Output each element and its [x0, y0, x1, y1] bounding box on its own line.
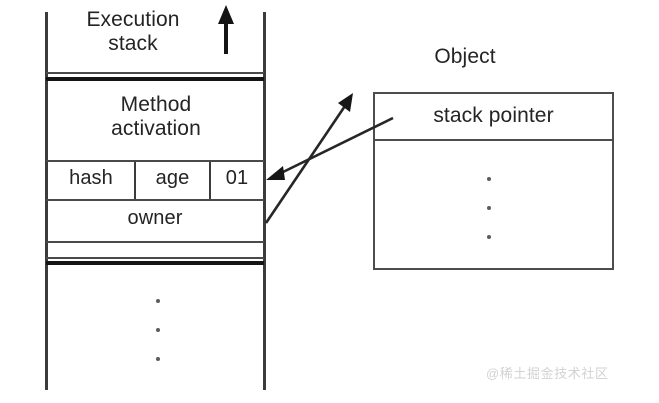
object-ellipsis-dot-2	[487, 206, 491, 210]
stack-growth-up-arrow	[218, 5, 234, 54]
stack-bottom-separator-thick	[46, 261, 264, 265]
object-box-top-border	[373, 92, 614, 94]
header-cell-divider-1	[134, 162, 136, 199]
frame-header-top-line	[46, 160, 264, 162]
object-row-separator	[373, 139, 614, 141]
object-title: Object	[434, 45, 496, 68]
header-cell-lock-bits: 01	[225, 167, 249, 189]
header-cell-hash: hash	[69, 167, 113, 189]
owner-row-label: owner	[127, 207, 183, 229]
owner-row-bottom-line	[46, 241, 264, 243]
object-ellipsis-dot-1	[487, 177, 491, 181]
frame-header-bottom-line	[46, 199, 264, 201]
header-cell-divider-2	[209, 162, 211, 199]
object-box-bottom-border	[373, 268, 614, 270]
execution-stack-right-border	[263, 12, 266, 390]
object-box-left-border	[373, 92, 375, 270]
object-ellipsis-dot-3	[487, 235, 491, 239]
stack-ellipsis-dot-1	[156, 299, 160, 303]
owner-to-object-arrow	[264, 93, 353, 224]
stack-top-separator-thick	[46, 77, 264, 81]
method-activation-title: Method activation	[111, 93, 201, 140]
stack-ellipsis-dot-2	[156, 328, 160, 332]
watermark: @稀土掘金技术社区	[486, 366, 609, 381]
header-cell-age: age	[155, 167, 190, 189]
stack-bottom-separator-thin	[46, 257, 264, 259]
stack-top-separator-thin	[46, 72, 264, 74]
execution-stack-title: Execution stack	[86, 8, 180, 55]
execution-stack-left-border	[45, 12, 48, 390]
object-stack-pointer-row: stack pointer	[433, 104, 554, 127]
stack-ellipsis-dot-3	[156, 357, 160, 361]
object-box-right-border	[612, 92, 614, 270]
